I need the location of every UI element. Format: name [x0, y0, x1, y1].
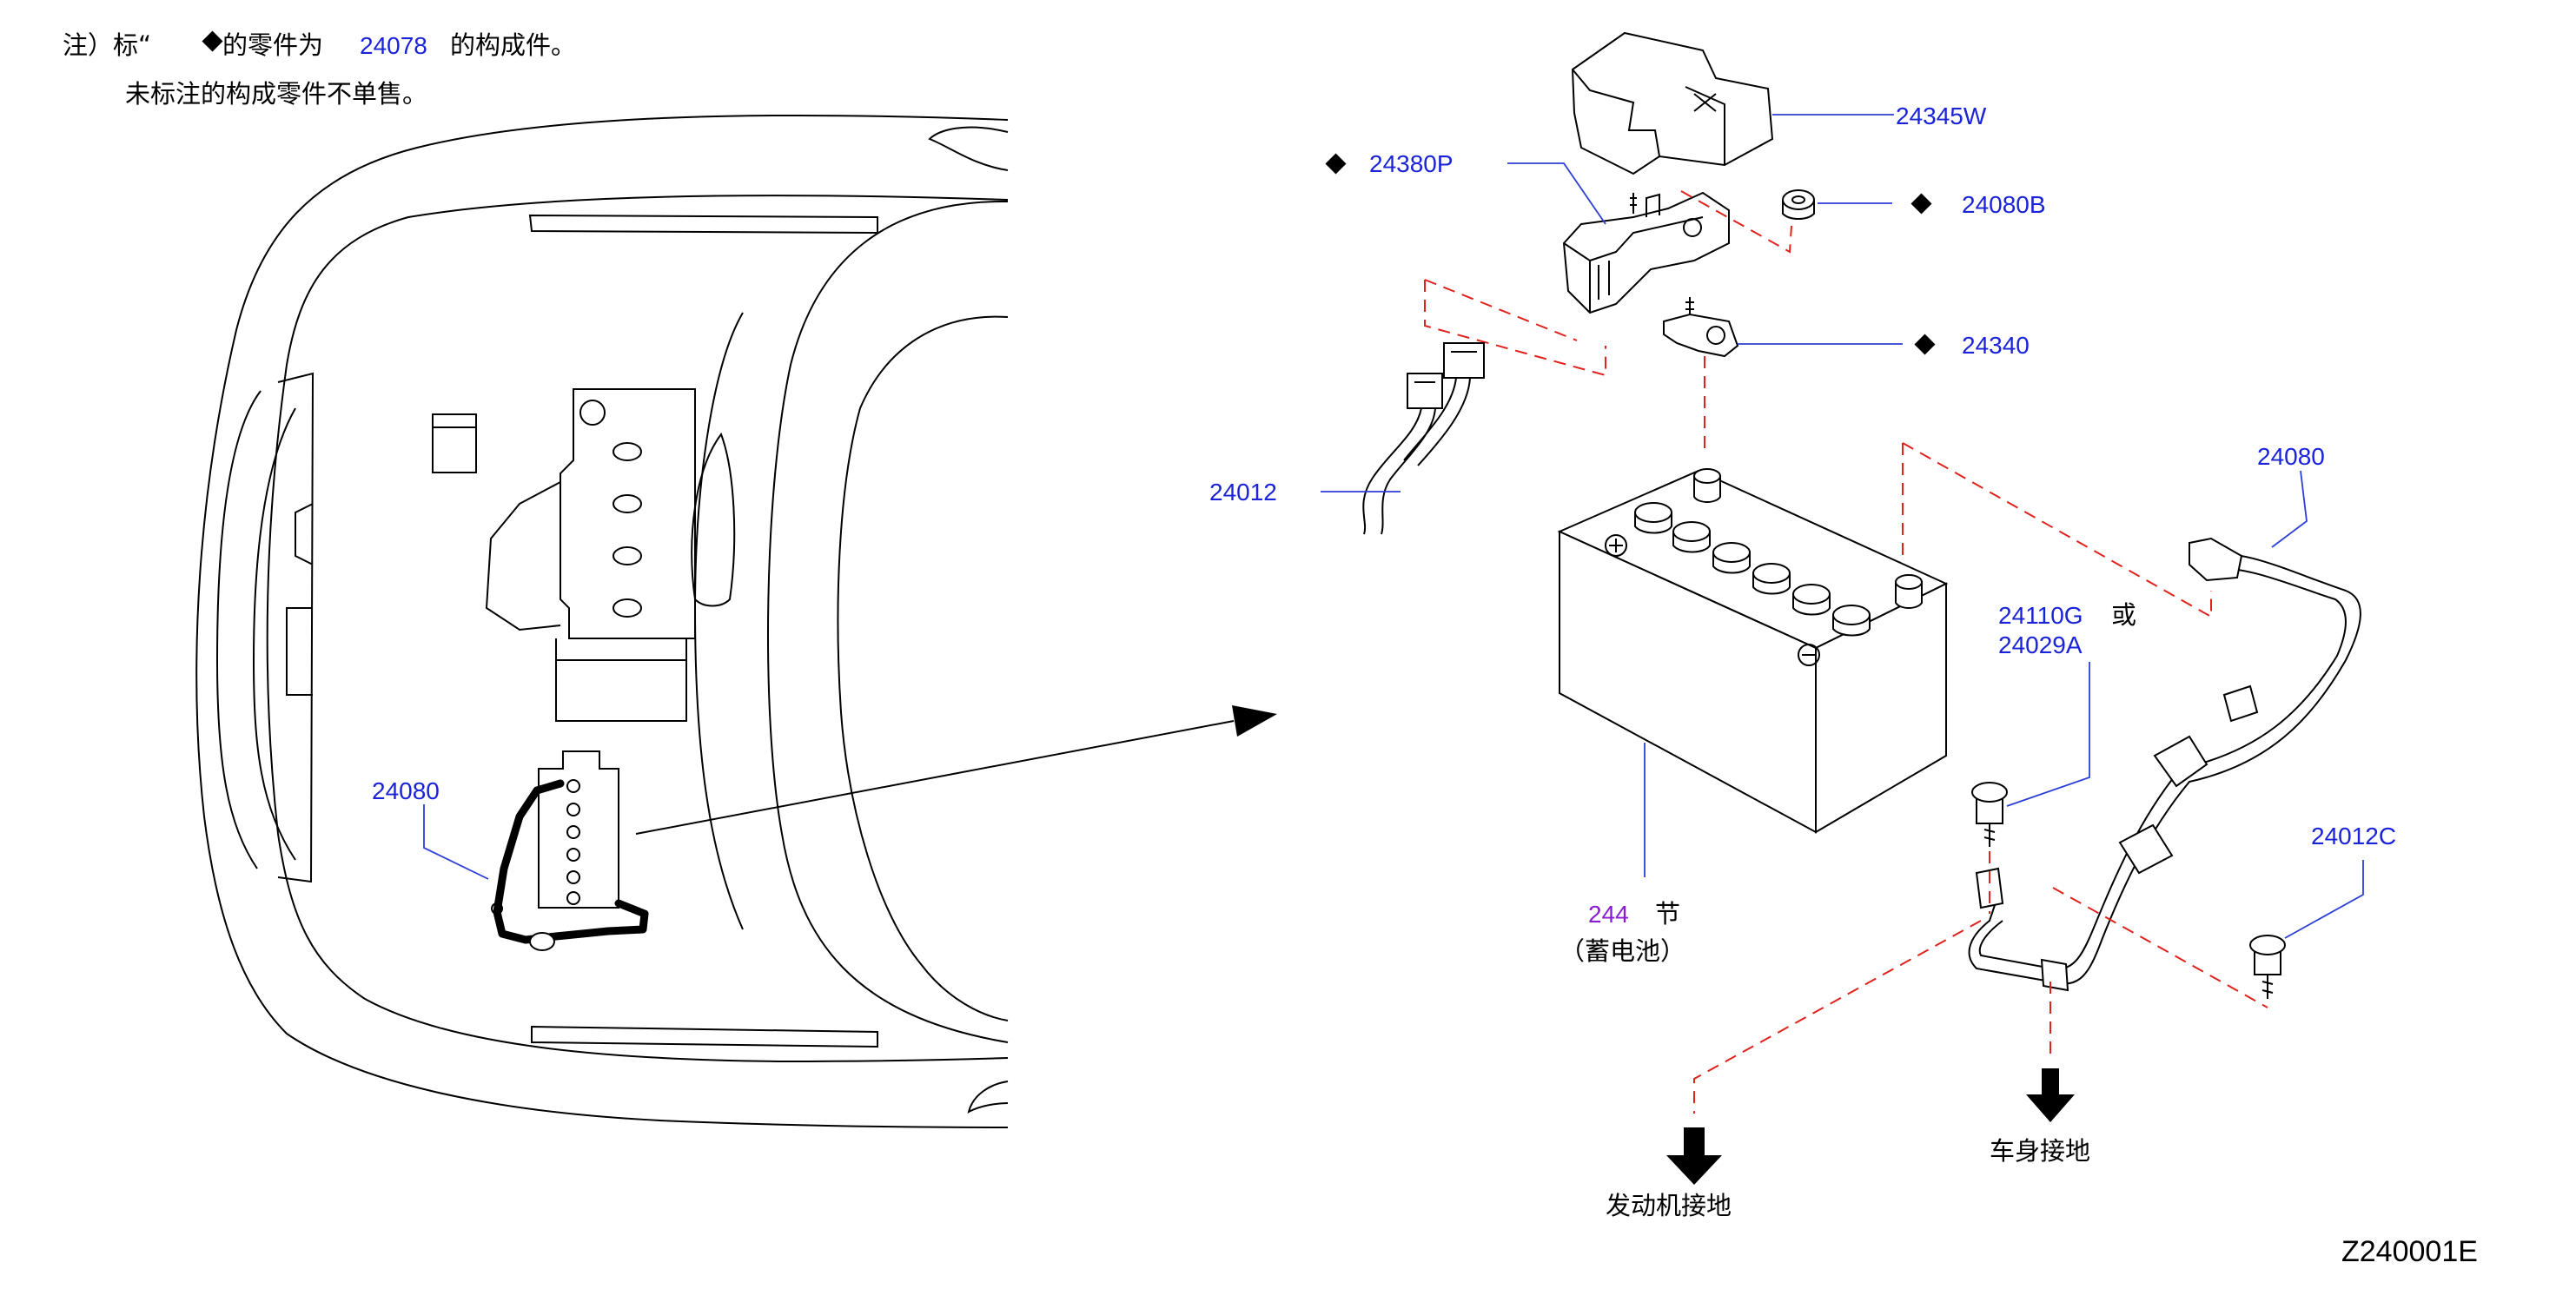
callout-244[interactable]: 244 [1588, 901, 1629, 928]
tray-holes [566, 779, 580, 905]
battery-label: （蓄电池） [1560, 936, 1685, 966]
callout-24080-left[interactable]: 24080 [372, 777, 440, 804]
down-arrow-icon [1666, 1127, 1722, 1185]
callout-or: 或 [2111, 600, 2136, 630]
bolt-24012C[interactable] [2249, 935, 2286, 999]
engine-ground-label: 发动机接地 [1606, 1191, 1732, 1220]
figure-code: Z240001E [2341, 1235, 2478, 1268]
battery-caps [1634, 502, 1871, 637]
callout-labels: 24345W 24380P 24080B 24340 24012 24080 2… [372, 102, 2478, 1268]
callout-24345W[interactable]: 24345W [1896, 102, 1987, 129]
callout-244-unit: 节 [1655, 899, 1680, 929]
note-line2: 未标注的构成零件不单售。 [125, 79, 427, 109]
callout-24012[interactable]: 24012 [1209, 479, 1277, 506]
exploded-view [1321, 31, 2364, 1185]
nut[interactable] [1782, 189, 1815, 220]
battery-terminal[interactable] [1663, 297, 1739, 358]
note-line1-prefix: 注）标“ [63, 30, 151, 60]
note-assembly-number[interactable]: 24078 [360, 32, 427, 59]
down-arrow-icon [2026, 1068, 2075, 1122]
diamond-icon [1910, 193, 1932, 215]
callout-24340[interactable]: 24340 [1962, 332, 2030, 359]
callout-24080B[interactable]: 24080B [1962, 191, 2046, 218]
callout-24029A[interactable]: 24029A [1998, 631, 2083, 658]
callout-24012C[interactable]: 24012C [2311, 823, 2396, 849]
diamond-icon [202, 30, 223, 52]
terminal-cover[interactable] [1571, 31, 1774, 175]
ground-cable-left [493, 779, 649, 944]
callout-24080-right[interactable]: 24080 [2257, 443, 2325, 470]
callout-24110G[interactable]: 24110G [1998, 602, 2083, 629]
vehicle-outline [195, 114, 1277, 1128]
bolt-24110G[interactable] [1971, 782, 2008, 847]
connector-harness[interactable] [1362, 342, 1485, 535]
notes: 注）标“ 的零件为 24078 的构成件。 未标注的构成零件不单售。 [63, 30, 576, 109]
spark-plugs [613, 442, 642, 618]
callout-24380P[interactable]: 24380P [1369, 150, 1454, 177]
arrow-head-icon [1232, 705, 1277, 737]
battery[interactable] [1557, 468, 1949, 834]
body-ground-label: 车身接地 [1990, 1136, 2090, 1166]
note-line1-suffix: 的构成件。 [450, 30, 576, 60]
diamond-icon [1914, 334, 1936, 355]
diamond-icon [1325, 153, 1347, 175]
ground-cable-right[interactable] [1968, 537, 2361, 992]
note-line1-mid: 的零件为 [222, 30, 323, 60]
fuse-block[interactable] [1562, 191, 1730, 314]
